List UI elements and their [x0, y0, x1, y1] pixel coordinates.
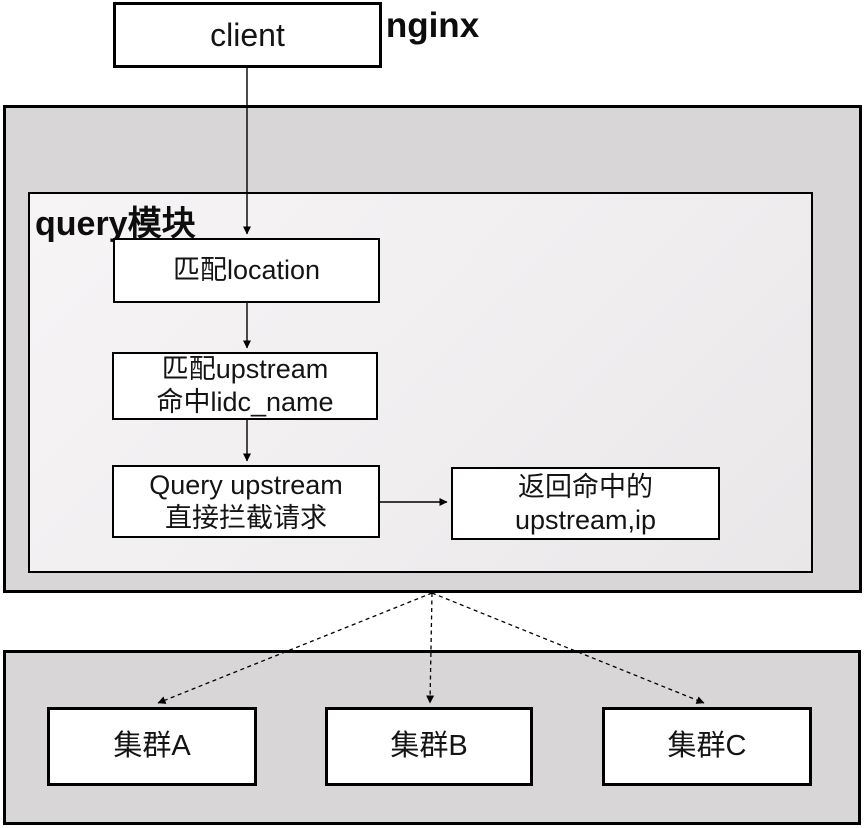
step-match-location-box: 匹配location	[113, 238, 380, 303]
client-label: client	[210, 16, 285, 53]
cluster-a-label: 集群A	[113, 730, 191, 762]
step-match-upstream-box: 匹配upstream 命中lidc_name	[112, 352, 378, 420]
result-label-line1: 返回命中的	[518, 471, 653, 502]
step-query-upstream-label-line1: Query upstream	[149, 469, 343, 500]
cluster-a-box: 集群A	[47, 707, 257, 786]
step-query-upstream-label-line2: 直接拦截请求	[165, 502, 327, 533]
result-label-line2: upstream,ip	[514, 504, 657, 535]
step-query-upstream-box: Query upstream 直接拦截请求	[112, 465, 380, 538]
query-module-title: query模块	[35, 205, 196, 243]
client-box: client	[113, 2, 382, 68]
nginx-title: nginx	[385, 6, 480, 45]
cluster-b-box: 集群B	[325, 707, 533, 786]
cluster-b-label: 集群B	[390, 730, 468, 762]
step-match-location-label: 匹配location	[172, 255, 321, 285]
result-box: 返回命中的 upstream,ip	[451, 467, 720, 540]
step-match-upstream-label-line2: 命中lidc_name	[156, 387, 334, 417]
cluster-c-label: 集群C	[667, 730, 747, 762]
cluster-c-box: 集群C	[602, 707, 812, 786]
step-match-upstream-label-line1: 匹配upstream	[161, 354, 329, 384]
